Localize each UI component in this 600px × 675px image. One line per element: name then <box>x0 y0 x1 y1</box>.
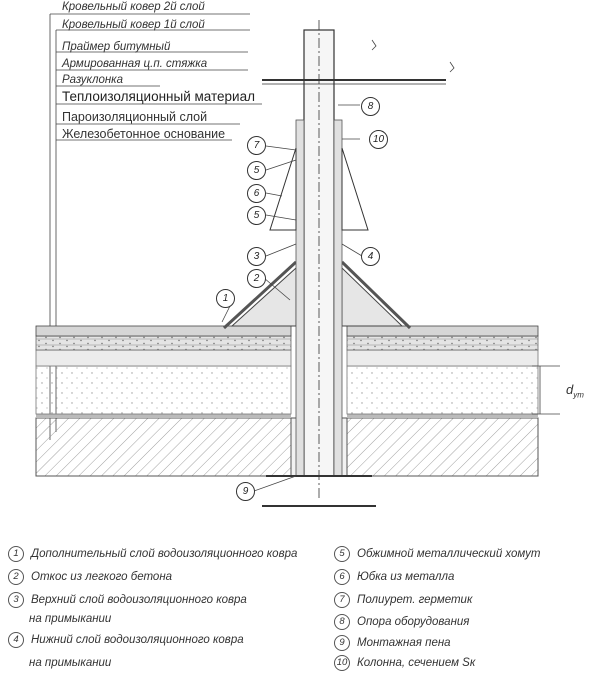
callout-9: 9 <box>236 482 255 501</box>
callout-5-upper: 5 <box>247 161 266 180</box>
callout-10: 10 <box>369 130 388 149</box>
legend-item-4-cont: на примыкании <box>29 657 112 669</box>
insulation-thickness-label: dут <box>566 382 584 400</box>
callout-8: 8 <box>361 97 380 116</box>
legend-item-3-cont: на примыкании <box>29 613 112 625</box>
insulation-right <box>346 365 539 415</box>
layer-label-vapour: Пароизоляционный слой <box>62 110 208 124</box>
insulation <box>35 365 292 415</box>
layer-label-primer: Праймер битумный <box>62 41 171 53</box>
metal-skirt <box>269 147 297 231</box>
callout-3: 3 <box>247 247 266 266</box>
callout-1: 1 <box>216 289 235 308</box>
callout-7: 7 <box>247 136 266 155</box>
slope-layer <box>35 349 292 367</box>
layer-label-screed: Армированная ц.п. стяжка <box>62 58 208 70</box>
callout-4: 4 <box>361 247 380 266</box>
callout-2: 2 <box>247 269 266 288</box>
callout-5-lower: 5 <box>247 206 266 225</box>
layer-label-concrete: Железобетонное основание <box>62 127 226 141</box>
concrete-base <box>35 417 292 477</box>
layer-label-roof-2: Кровельный ковер 2й слой <box>62 1 205 13</box>
roofing-layers <box>35 325 292 337</box>
layer-label-roof-1: Кровельный ковер 1й слой <box>62 19 205 31</box>
concrete-base-right <box>346 417 539 477</box>
callout-6: 6 <box>247 184 266 203</box>
layer-label-insulation: Теплоизоляционный материал <box>62 89 255 104</box>
screed-layer <box>35 335 292 351</box>
layer-label-slope: Разуклонка <box>62 74 123 86</box>
